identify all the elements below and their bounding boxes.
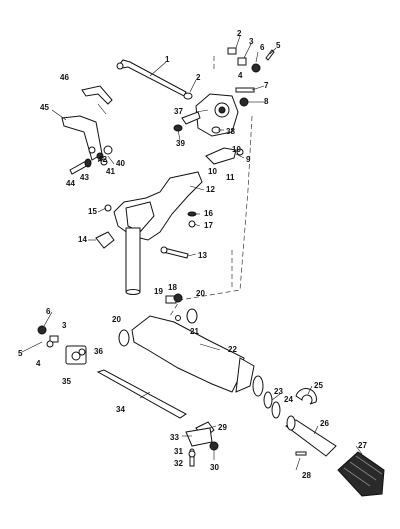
reference-lines — [169, 56, 253, 317]
callout-10b: 10 — [232, 145, 241, 154]
callout-1: 1 — [165, 55, 170, 64]
washer-20-part — [118, 329, 130, 347]
callout-6c: 6 — [46, 307, 51, 316]
callout-9: 9 — [246, 155, 251, 164]
callout-17: 17 — [204, 221, 213, 230]
top-fastener-set — [227, 47, 275, 73]
callout-16: 16 — [204, 209, 213, 218]
grip-part — [337, 451, 385, 497]
callout-21: 21 — [190, 327, 199, 336]
callout-26: 26 — [320, 419, 329, 428]
control-housing-part — [181, 93, 239, 137]
callout-42: 42 — [98, 155, 107, 164]
callout-37: 37 — [174, 107, 183, 116]
steering-handle-part — [131, 315, 264, 397]
callout-11: 11 — [226, 173, 235, 182]
callout-20: 20 — [196, 289, 205, 298]
callout-45: 45 — [40, 103, 49, 112]
callout-5: 5 — [276, 41, 281, 50]
callout-30: 30 — [210, 463, 219, 472]
callout-12: 12 — [206, 185, 215, 194]
callout-8: 8 — [264, 97, 269, 106]
callout-36: 36 — [94, 347, 103, 356]
bracket-part — [81, 85, 113, 105]
callout-23: 23 — [274, 387, 283, 396]
shift-rod-part — [116, 59, 187, 97]
callout-33: 33 — [170, 433, 179, 442]
callout-40: 40 — [116, 159, 125, 168]
callout-25: 25 — [314, 381, 323, 390]
ring-set — [263, 391, 281, 419]
callout-34: 34 — [116, 405, 125, 414]
callout-10: 10 — [208, 167, 217, 176]
pin-and-nut — [235, 87, 255, 107]
callout-39: 39 — [176, 139, 185, 148]
lower-left-fasteners — [37, 325, 86, 356]
callout-6: 6 — [260, 43, 265, 52]
mount-fastener-set — [165, 293, 198, 324]
bolt-part — [69, 158, 92, 175]
callout-31: 31 — [174, 447, 183, 456]
small-fastener-set — [104, 204, 197, 228]
washer-nut-set — [96, 145, 113, 166]
knob-part — [95, 231, 115, 249]
callout-24: 24 — [284, 395, 293, 404]
callout-4: 4 — [238, 71, 243, 80]
callout-43: 43 — [80, 173, 89, 182]
callout-numbers: 1 2 2 3 4 5 6 7 8 9 10 10 11 12 13 14 15… — [18, 29, 367, 480]
callout-44: 44 — [66, 179, 75, 188]
callout-18: 18 — [168, 283, 177, 292]
leader-lines — [21, 35, 363, 471]
bolt-13-part — [160, 246, 189, 259]
callout-2: 2 — [196, 73, 201, 82]
rod-part — [96, 369, 187, 419]
lower-fastener-set — [185, 421, 219, 467]
lever-part — [61, 115, 103, 161]
callout-7: 7 — [264, 81, 269, 90]
callout-3: 3 — [249, 37, 254, 46]
callout-29: 29 — [218, 423, 227, 432]
linkage-part — [205, 147, 244, 165]
screw-part — [295, 451, 307, 456]
callout-14: 14 — [78, 235, 87, 244]
callout-20b: 20 — [112, 315, 121, 324]
callout-13: 13 — [198, 251, 207, 260]
callout-32: 32 — [174, 459, 183, 468]
callout-19: 19 — [154, 287, 163, 296]
callout-28: 28 — [302, 471, 311, 480]
swivel-bracket-part — [113, 171, 203, 295]
callout-5c: 5 — [18, 349, 23, 358]
callout-4c: 4 — [36, 359, 41, 368]
callout-46: 46 — [60, 73, 69, 82]
callout-15: 15 — [88, 207, 97, 216]
callout-35: 35 — [62, 377, 71, 386]
callout-22: 22 — [228, 345, 237, 354]
throttle-tube-part — [285, 415, 337, 457]
callout-27: 27 — [358, 441, 367, 450]
bushing-part — [183, 92, 193, 100]
callout-38: 38 — [226, 127, 235, 136]
callout-41: 41 — [106, 167, 115, 176]
clip-part — [295, 388, 317, 405]
callout-3c: 3 — [62, 321, 67, 330]
callout-2b: 2 — [237, 29, 242, 38]
